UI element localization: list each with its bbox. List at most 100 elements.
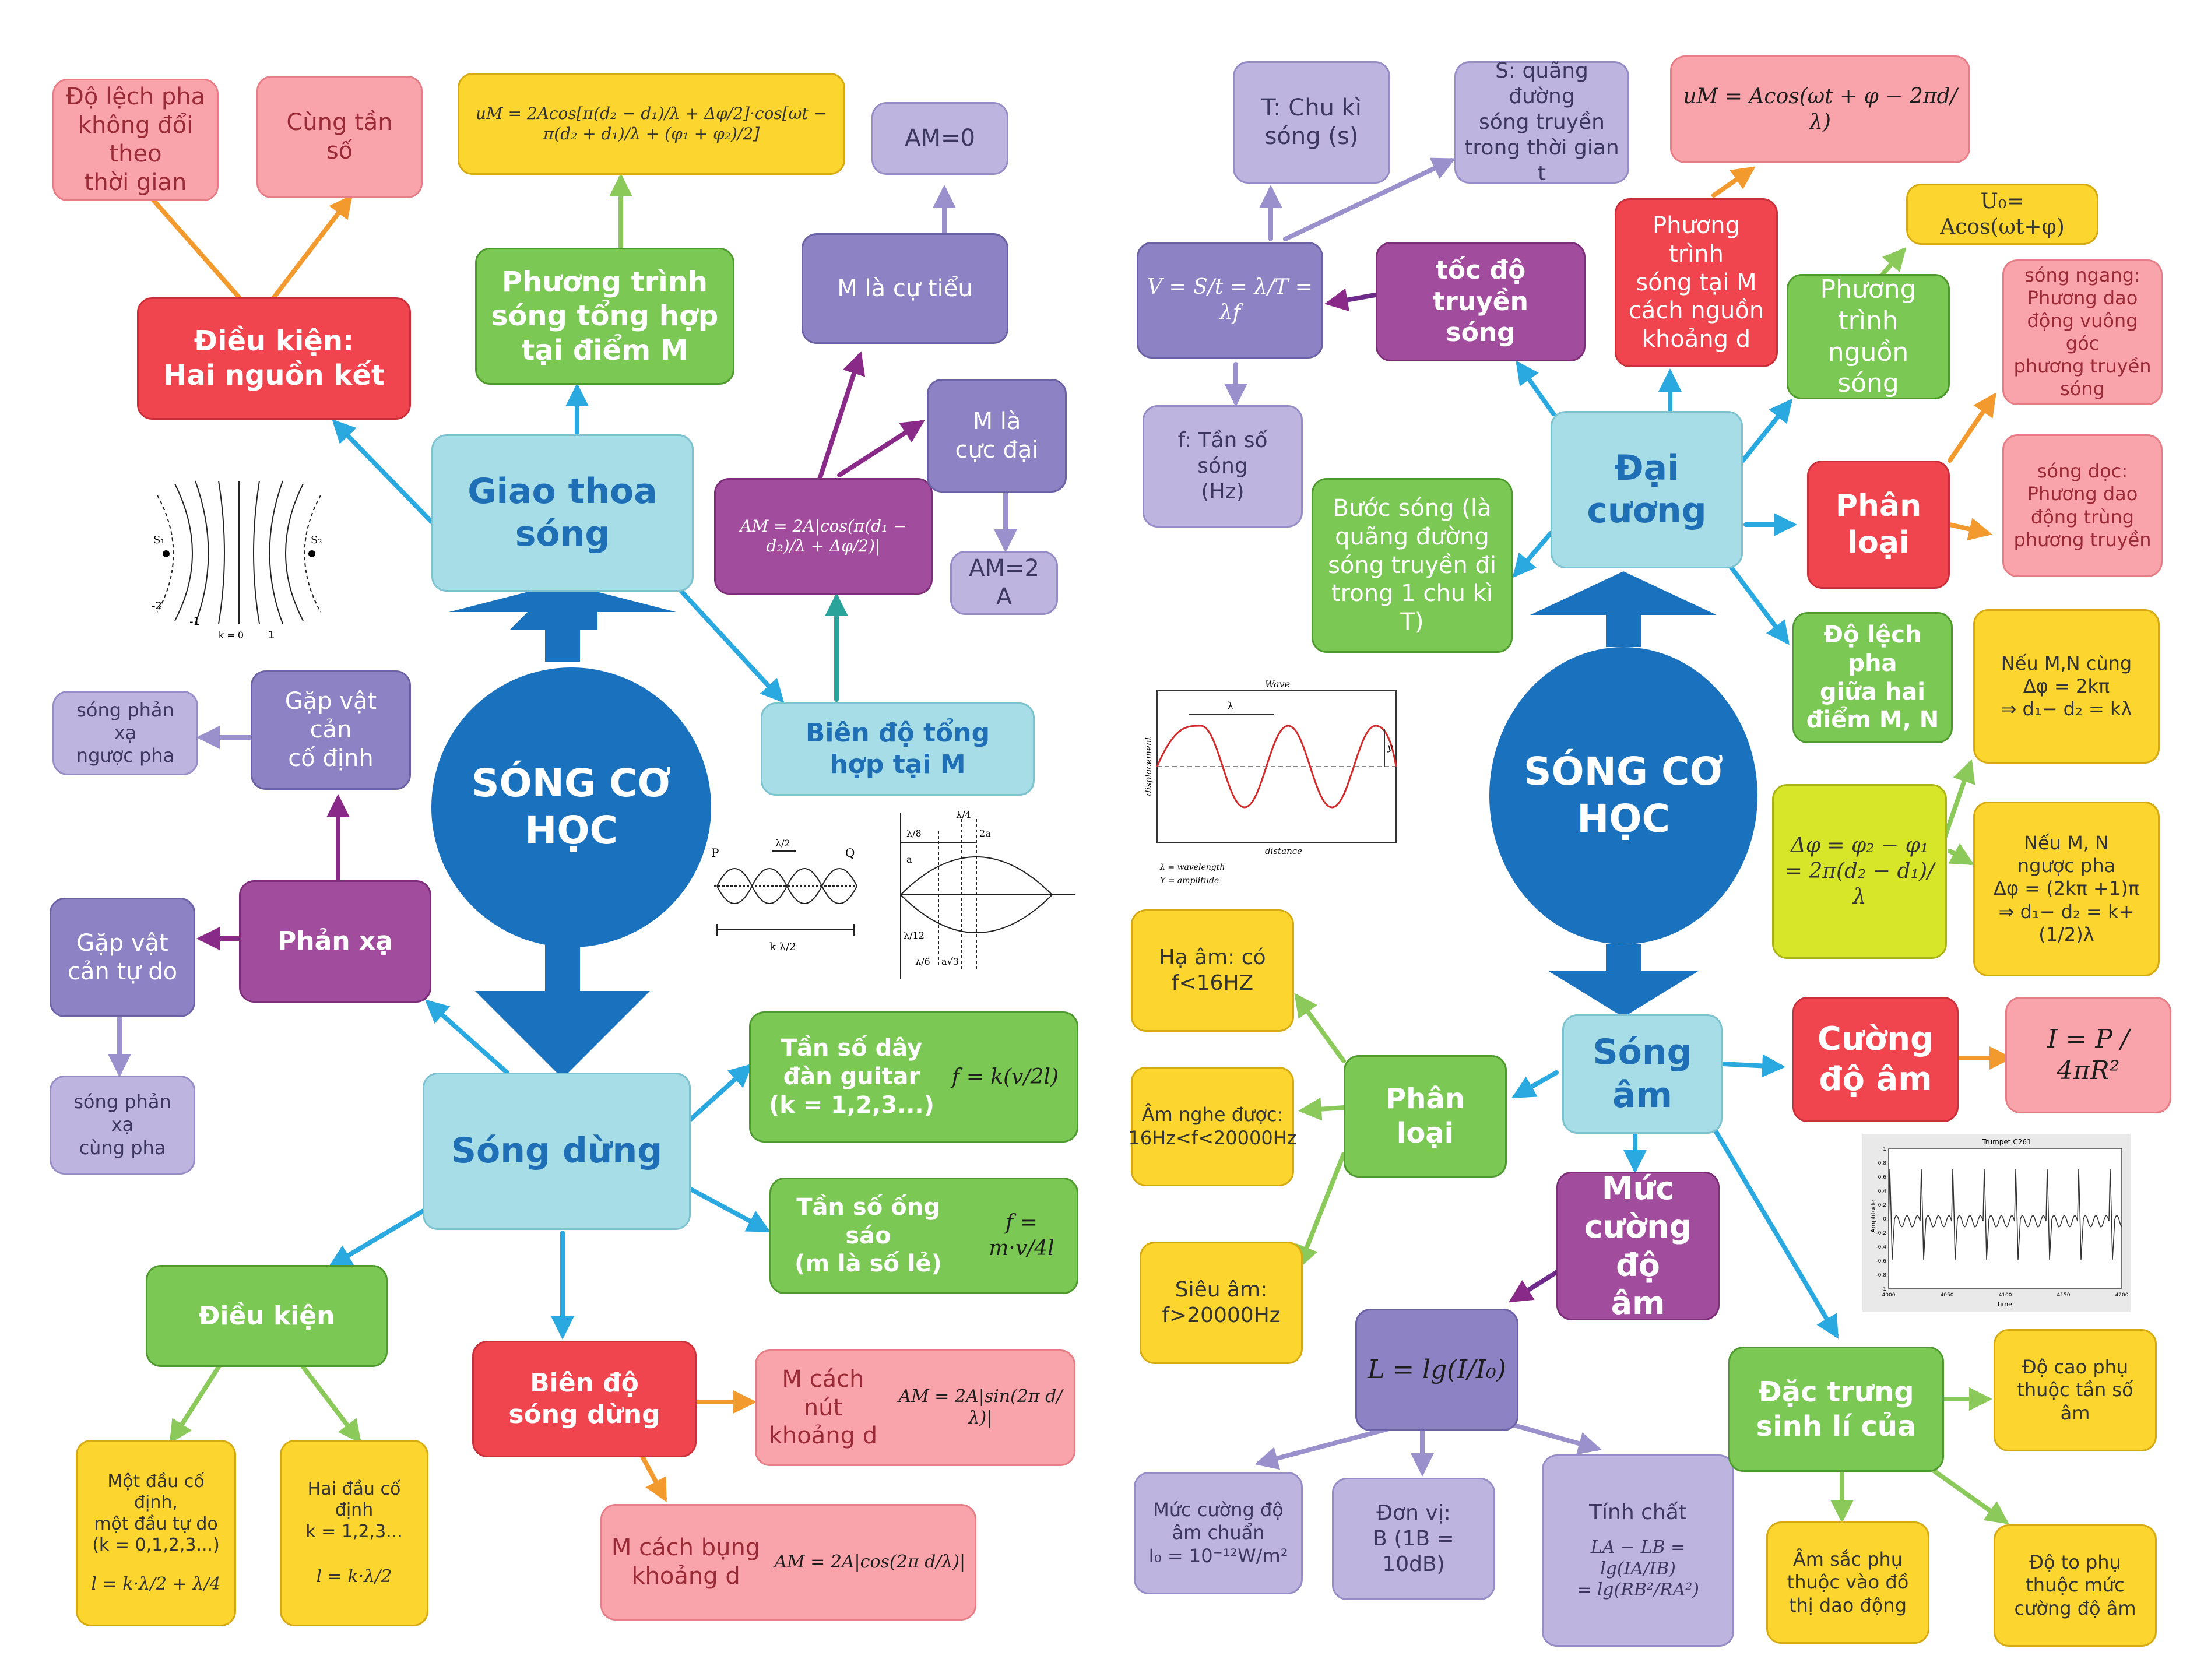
- node-mot-dau[interactable]: Một đầu cố định, một đầu tự do (k = 0,1,…: [76, 1440, 236, 1626]
- node-toc-do-label: tốc độ truyền sóng: [1433, 255, 1528, 348]
- node-quang-duong-label: S: quãng đường sóng truyền trong thời gi…: [1464, 59, 1619, 185]
- node-formula-dphi[interactable]: Δφ = φ₂ − φ₁ = 2π(d₂ − d₁)/λ: [1772, 784, 1947, 959]
- node-ha-am-label: Hạ âm: có f<16HZ: [1159, 946, 1266, 995]
- center-node-left-label: SÓNG CƠ HỌC: [471, 761, 672, 853]
- node-cuc-tieu-label: M là cự tiểu: [837, 275, 973, 302]
- node-sieu-am[interactable]: Siêu âm: f>20000Hz: [1140, 1242, 1303, 1364]
- node-cung-pha-right[interactable]: Nếu M,N cùng Δφ = 2kπ ⇒ d₁− d₂ = kλ: [1973, 609, 2160, 764]
- node-don-vi[interactable]: Đơn vị: B (1B = 10dB): [1332, 1478, 1495, 1600]
- node-formula-u0[interactable]: U₀= Acos(ωt+φ): [1906, 184, 2098, 245]
- node-muc-chuan[interactable]: Mức cường độ âm chuẩn I₀ = 10⁻¹²W/m²: [1134, 1472, 1303, 1594]
- fig-sw-q: Q: [845, 846, 855, 860]
- node-lech-pha[interactable]: Độ lệch pha giữa hai điểm M, N: [1792, 612, 1953, 743]
- formula-cach-bung: AM = 2A|cos(2π d/λ)|: [774, 1551, 966, 1572]
- fig-sw2-l12: λ/12: [904, 930, 925, 941]
- node-tan-so-day[interactable]: Tần số dây đàn guitar (k = 1,2,3...)f = …: [749, 1011, 1078, 1143]
- fig-trumpet-xtick: 4200: [2115, 1292, 2129, 1298]
- formula-am: AM = 2A|cos(π(d₁ − d₂)/λ + Δφ/2)|: [740, 516, 907, 556]
- node-dieu-kien-hai-nguon[interactable]: Điều kiện: Hai nguồn kết: [137, 297, 411, 420]
- node-dac-trung-label: Đặc trưng sinh lí của: [1756, 1375, 1917, 1443]
- node-nguoc-pha-label: sóng phản xạ ngược pha: [76, 698, 175, 767]
- fig-wave-title: Wave: [1265, 679, 1290, 690]
- node-am-zero-label: AM=0: [905, 125, 975, 152]
- node-song-doc[interactable]: sóng dọc: Phương dao động trùng phương t…: [2002, 434, 2163, 577]
- node-muc-cuong-do[interactable]: Mức cường độ âm: [1556, 1170, 1720, 1321]
- node-vat-can-co-dinh[interactable]: Gặp vật cản cố định: [251, 670, 411, 790]
- center-node-right[interactable]: SÓNG CƠ HỌC: [1489, 647, 1757, 944]
- node-song-dung[interactable]: Sóng dừng: [423, 1073, 691, 1230]
- node-formula-um-right[interactable]: uM = Acos(ωt + φ − 2πd/λ): [1670, 55, 1970, 163]
- fig-trumpet-ylabel: Amplitude: [1869, 1200, 1877, 1233]
- fig-trumpet-title: Trumpet C261: [1981, 1138, 2031, 1146]
- fig-trumpet-ytick: 0.2: [1878, 1203, 1886, 1208]
- node-am-nghe-label: Âm nghe được: 16Hz<f<20000Hz: [1128, 1103, 1297, 1149]
- node-sieu-am-label: Siêu âm: f>20000Hz: [1162, 1278, 1281, 1327]
- node-bien-do-song-dung[interactable]: Biên độ sóng dừng: [472, 1341, 697, 1457]
- node-cuc-dai[interactable]: M là cực đại: [927, 379, 1067, 493]
- fig-trumpet-ytick: -1: [1881, 1287, 1886, 1292]
- node-phan-loai-right[interactable]: Phân loại: [1807, 461, 1950, 589]
- node-ha-am[interactable]: Hạ âm: có f<16HZ: [1131, 909, 1294, 1032]
- node-tan-so[interactable]: f: Tần số sóng (Hz): [1143, 405, 1303, 528]
- node-do-to[interactable]: Độ to phụ thuộc mức cường độ âm: [1994, 1524, 2157, 1647]
- node-hai-dau[interactable]: Hai đầu cố định k = 1,2,3...l = k·λ/2: [280, 1440, 428, 1626]
- node-quang-duong[interactable]: S: quãng đường sóng truyền trong thời gi…: [1454, 59, 1629, 185]
- node-am-2a[interactable]: AM=2 A: [950, 551, 1058, 615]
- node-song-am[interactable]: Sóng âm: [1562, 1014, 1723, 1134]
- node-pt-nguon[interactable]: Phương trình nguồn sóng: [1787, 274, 1950, 399]
- node-formula-l[interactable]: L = lg(I/I₀): [1355, 1309, 1518, 1431]
- formula-tinh-chat: LA − LB = lg(IA/IB) = lg(RB²/RA²): [1577, 1537, 1699, 1601]
- figure-wave-plot: Wave λ y distance displacement λ = wavel…: [1140, 679, 1408, 889]
- node-dai-cuong[interactable]: Đại cương: [1551, 411, 1743, 568]
- node-am-sac[interactable]: Âm sắc phụ thuộc vào đồ thị dao động: [1766, 1521, 1929, 1644]
- node-cung-tan-so-label: Cùng tần số: [286, 109, 393, 164]
- node-phan-loai-am[interactable]: Phân loại: [1344, 1055, 1507, 1178]
- node-am-nghe[interactable]: Âm nghe được: 16Hz<f<20000Hz: [1128, 1067, 1297, 1186]
- node-tan-so-ong[interactable]: Tần số ống sáo (m là số lẻ)f = m·v/4l: [769, 1178, 1078, 1294]
- node-dac-trung[interactable]: Đặc trưng sinh lí của: [1728, 1347, 1944, 1472]
- node-phan-xa[interactable]: Phản xạ: [239, 880, 431, 1003]
- center-node-left[interactable]: SÓNG CƠ HỌC: [431, 667, 711, 947]
- node-cuong-do[interactable]: Cường độ âm: [1792, 997, 1959, 1122]
- node-nguoc-pha-right[interactable]: Nếu M, N ngược pha Δφ = (2kπ +1)π ⇒ d₁− …: [1973, 802, 2160, 976]
- node-tan-so-label: f: Tần số sóng (Hz): [1177, 428, 1268, 504]
- formula-um-right: uM = Acos(ωt + φ − 2πd/λ): [1683, 84, 1957, 134]
- node-pt-tai-m[interactable]: Phương trình sóng tại M cách nguồn khoản…: [1615, 198, 1778, 367]
- node-vat-can-co-dinh-label: Gặp vật cản cố định: [284, 688, 377, 772]
- node-cuc-tieu[interactable]: M là cự tiểu: [802, 233, 1008, 344]
- fig-trumpet-ytick: -0.6: [1876, 1259, 1886, 1264]
- node-do-lech-pha[interactable]: Độ lệch pha không đổi theo thời gian: [52, 79, 219, 201]
- node-phuong-trinh-tong-hop[interactable]: Phương trình sóng tổng hợp tại điểm M: [475, 248, 734, 385]
- node-cung-tan-so[interactable]: Cùng tần số: [256, 76, 423, 198]
- node-dieu-kien[interactable]: Điều kiện: [146, 1265, 388, 1367]
- fig-wave-legend1: λ = wavelength: [1159, 863, 1225, 872]
- node-buoc-song-label: Bước sóng (là quãng đường sóng truyền đi…: [1327, 495, 1497, 636]
- node-do-cao-label: Độ cao phụ thuộc tần số âm: [2017, 1356, 2133, 1424]
- node-formula-v[interactable]: V = S/t = λ/T = λf: [1137, 242, 1323, 359]
- node-cung-pha-left[interactable]: sóng phản xạ cùng pha: [50, 1076, 195, 1175]
- node-song-ngang[interactable]: sóng ngang: Phương dao động vuông góc ph…: [2002, 259, 2163, 405]
- node-vat-can-tu-do[interactable]: Gặp vật cản tự do: [50, 898, 195, 1017]
- fig-trumpet-ytick: 0.4: [1878, 1189, 1887, 1194]
- fig-n2: -2: [152, 600, 162, 612]
- node-toc-do[interactable]: tốc độ truyền sóng: [1376, 242, 1586, 361]
- node-cung-pha-right-label: Nếu M,N cùng Δφ = 2kπ ⇒ d₁− d₂ = kλ: [2001, 652, 2132, 720]
- node-bien-do-tong-hop[interactable]: Biên độ tổng hợp tại M: [761, 702, 1035, 796]
- node-giao-thoa[interactable]: Giao thoa sóng: [431, 434, 694, 592]
- node-formula-am[interactable]: AM = 2A|cos(π(d₁ − d₂)/λ + Δφ/2)|: [714, 478, 933, 595]
- node-buoc-song[interactable]: Bước sóng (là quãng đường sóng truyền đi…: [1312, 478, 1513, 653]
- node-formula-i[interactable]: I = P / 4πR²: [2005, 997, 2171, 1113]
- formula-u0: U₀= Acos(ωt+φ): [1940, 189, 2065, 239]
- node-chu-ki[interactable]: T: Chu kì sóng (s): [1233, 61, 1390, 184]
- fig-trumpet-yticks: 10.80.60.40.20-0.2-0.4-0.6-0.8-1: [1876, 1147, 1886, 1292]
- node-formula-um-tong-hop[interactable]: uM = 2Acos[π(d₂ − d₁)/λ + Δφ/2]·cos[ωt −…: [458, 73, 845, 175]
- node-do-cao[interactable]: Độ cao phụ thuộc tần số âm: [1994, 1329, 2157, 1451]
- node-am-zero[interactable]: AM=0: [871, 102, 1008, 175]
- node-nguoc-pha[interactable]: sóng phản xạ ngược pha: [52, 691, 198, 775]
- fig-sw-p: P: [711, 846, 719, 860]
- node-bien-do-tong-hop-label: Biên độ tổng hợp tại M: [805, 718, 990, 779]
